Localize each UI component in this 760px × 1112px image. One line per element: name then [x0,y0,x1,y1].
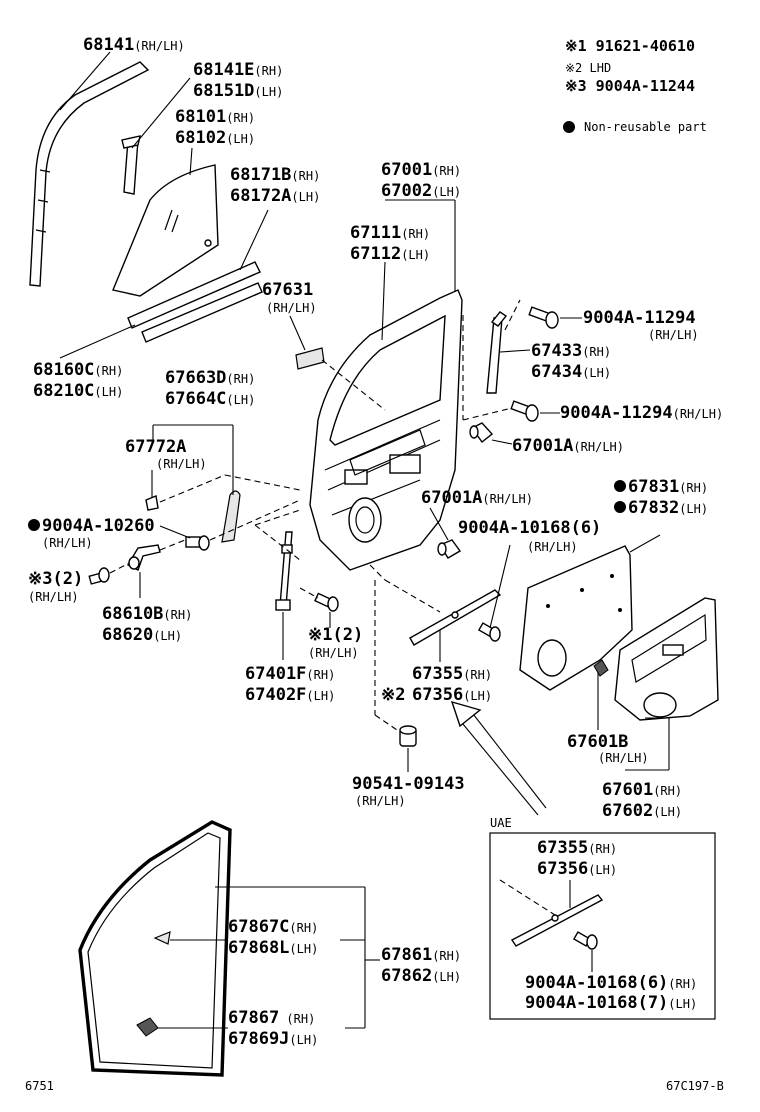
label-67601: 67601(RH) [602,780,682,800]
label-67631-side: (RH/LH) [266,301,317,315]
label-uae-9004A-6: 9004A-10168(6)(RH) [525,973,697,993]
door-trim-67601 [597,597,719,771]
label-67772A: 67772A [125,437,186,457]
label-67832: 67832(LH) [628,498,708,518]
grommet-67001A-lower [429,507,462,559]
label-67002: 67002(LH) [381,181,461,201]
legend-note-2: ※2 LHD [565,61,611,75]
label-9004A-10260: 9004A-10260 [42,516,155,536]
label-68102: 68102(LH) [175,128,255,148]
nonreusable-dot-icon [614,480,626,492]
label-67861: 67861(RH) [381,945,461,965]
label-9004A-11294-lower: 9004A-11294(RH/LH) [560,403,723,423]
label-uae-67356: 67356(LH) [537,859,617,879]
legend-nonreusable: Non-reusable part [584,120,707,134]
label-uae-67355: 67355(RH) [537,838,617,858]
label-67664C: 67664C(LH) [165,389,255,409]
label-sticker-67631 [289,315,386,411]
label-9004A-10168: 9004A-10168(6) [458,518,601,538]
label-note3-screw: ※3(2) [28,569,83,589]
label-67111: 67111(RH) [350,223,430,243]
nonreusable-dot-icon [28,519,40,531]
window-regulator-67401F [254,509,301,660]
legend: ※1 91621-40610 ※2 LHD ※3 9004A-11244 Non… [563,37,707,134]
label-67663D: 67663D(RH) [165,368,255,388]
label-68141: 68141(RH/LH) [83,35,185,55]
label-67868L: 67868L(LH) [228,938,318,958]
label-67631: 67631 [262,280,313,300]
bolt-9004A-10260 [159,499,301,551]
label-note1-screw: ※1(2) [308,625,363,645]
footer-code-left: 6751 [25,1079,54,1093]
label-68160C: 68160C(RH) [33,360,123,380]
bolt-9004A-11294-upper [528,306,582,329]
label-67601B: 67601B [567,732,628,752]
label-9004A-10168-side: (RH/LH) [527,540,578,554]
label-67112: 67112(LH) [350,244,430,264]
label-67401F: 67401F(RH) [245,664,335,684]
label-67772A-side: (RH/LH) [156,457,207,471]
label-67001A-lower: 67001A(RH/LH) [421,488,533,508]
uae-detail-box [489,832,716,1020]
label-note3-screw-side: (RH/LH) [28,590,79,604]
label-68141E: 68141E(RH) [193,60,283,80]
uae-title: UAE [490,816,512,830]
glass-run-shape [29,61,150,287]
label-68210C: 68210C(LH) [33,381,123,401]
arrow-to-uae-detail [450,700,547,816]
clip-67601B [593,659,609,677]
label-67433: 67433(RH) [531,341,611,361]
label-90541: 90541-09143 [352,774,465,794]
label-note1-screw-side: (RH/LH) [308,646,359,660]
label-68151D: 68151D(LH) [193,81,283,101]
label-67601B-side: (RH/LH) [598,751,649,765]
label-9004A-10260-side: (RH/LH) [42,536,93,550]
label-67001: 67001(RH) [381,160,461,180]
strip-67663D [152,424,241,543]
label-67402F: 67402F(LH) [245,685,335,705]
nonreusable-dot-icon [614,501,626,513]
label-68172A: 68172A(LH) [230,186,320,206]
service-hole-cover-67831 [519,534,661,691]
label-68101: 68101(RH) [175,107,255,127]
weatherstrip-67861 [78,820,380,1077]
division-bar-68141E [121,77,191,195]
belt-moulding [59,209,269,359]
legend-note-1: ※1 91621-40610 [565,37,695,55]
footer-code-right: 67C197-B [666,1079,724,1093]
grommet-67001A-upper [469,422,513,445]
label-uae-9004A-7: 9004A-10168(7)(LH) [525,993,697,1013]
screw-91621 [299,587,339,628]
rear-sash-67433 [462,299,531,420]
door-panel-67001 [309,199,463,571]
clip-67772A [145,470,301,511]
glass-run-68141 [29,51,150,287]
label-67862: 67862(LH) [381,966,461,986]
label-9004A-11294-upper: 9004A-11294 [583,308,696,328]
label-68610B: 68610B(RH) [102,604,192,624]
label-note2-lhd: ※2 [381,685,405,705]
nonreusable-dot-icon [563,121,575,133]
label-67434: 67434(LH) [531,362,611,382]
legend-note-3: ※3 9004A-11244 [565,77,695,95]
bolt-9004A-11294-lower [462,400,560,422]
door-glass-68101 [112,147,219,297]
label-68171B: 68171B(RH) [230,165,320,185]
stopper-90541 [374,580,417,772]
channel-67355 [369,544,511,662]
label-67356: 67356(LH) [412,685,492,705]
label-90541-side: (RH/LH) [355,794,406,808]
label-67867: 67867 (RH) [228,1008,315,1028]
label-67355: 67355(RH) [412,664,492,684]
label-67867C: 67867C(RH) [228,917,318,937]
label-67602: 67602(LH) [602,801,682,821]
frame-68610B [127,539,186,598]
label-67001A-upper: 67001A(RH/LH) [512,436,624,456]
label-68620: 68620(LH) [102,625,182,645]
label-67831: 67831(RH) [628,477,708,497]
label-67869J: 67869J(LH) [228,1029,318,1049]
label-9004A-11294-upper-side: (RH/LH) [648,328,699,342]
